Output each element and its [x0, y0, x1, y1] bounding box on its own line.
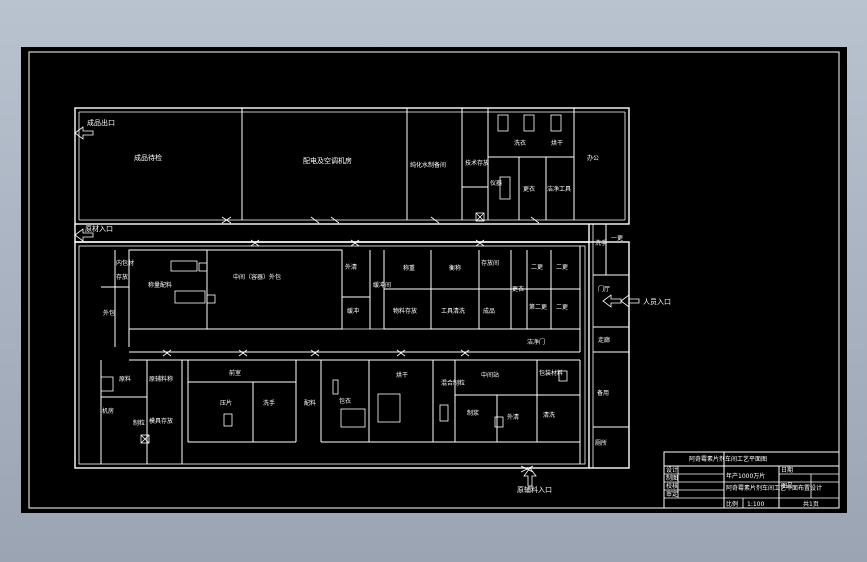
label-second-change-2: 二更 — [556, 264, 568, 271]
label-outer-clean: 外清 — [345, 263, 357, 271]
label-change-room: 更衣 — [512, 285, 524, 293]
label-tech-storage: 技术存放 — [465, 159, 489, 167]
title-block-scale-value: 1:100 — [747, 501, 764, 508]
label-prep: 制浆 — [467, 409, 479, 417]
label-inner-pack: 内包材 — [116, 259, 134, 267]
label-intermediate: 中间站 — [481, 371, 499, 379]
title-block-row-1: 设计 — [666, 466, 678, 474]
label-buffer: 缓冲 — [347, 307, 359, 315]
label-second-change-4: 第二更 — [529, 303, 547, 311]
title-block-date: 日期 — [781, 466, 793, 474]
drawing-frame — [28, 51, 840, 509]
title-block — [663, 451, 840, 509]
label-weigh-room: 称量配料 — [148, 281, 172, 289]
title-block-project: 阿奇霉素片剂车间工艺平面布置设计 — [726, 484, 822, 492]
label-first-change: 一更 — [611, 235, 623, 242]
label-water-room: 纯化水制备间 — [410, 161, 446, 169]
title-block-page: 共1页 — [803, 500, 819, 508]
label-storage-room: 存放间 — [481, 259, 499, 267]
material-entry-arrow-icon — [74, 228, 94, 242]
title-block-row-2: 制图 — [666, 474, 678, 482]
label-machine-room: 机房 — [102, 407, 114, 415]
label-outdoor: 外清 — [507, 413, 519, 421]
label-second-change-3: 二更 — [556, 304, 568, 311]
label-power-room: 配电及空调机房 — [303, 156, 352, 165]
label-person-entry: 人员入口 — [643, 298, 671, 306]
label-corridor: 走廊 — [598, 336, 610, 344]
label-washroom: 洗手 — [263, 399, 275, 407]
raw-entry-arrow-icon — [523, 467, 537, 487]
label-instrument: 仪器 — [490, 180, 502, 187]
lower-block-outline — [74, 241, 630, 469]
label-ready-room: 备用 — [597, 389, 609, 397]
door-arrow-icon — [602, 294, 622, 308]
title-block-drawing-title: 阿奇霉素片剂车间工艺平面图 — [689, 455, 767, 463]
label-finished: 成品 — [483, 307, 495, 315]
label-sterile-room: 洁净工具 — [547, 185, 571, 193]
title-block-scale-label: 比例 — [726, 500, 738, 508]
title-block-row-4: 审定 — [666, 490, 678, 498]
label-packing: 包装材料 — [539, 369, 563, 377]
upper-block-outline — [74, 107, 630, 225]
label-coating: 包衣 — [339, 397, 351, 405]
label-prep-room: 制粒 — [133, 419, 145, 427]
label-raw-sort: 原辅料称 — [149, 375, 173, 383]
label-scale: 衡称 — [449, 264, 461, 272]
label-clean-door: 洁净门 — [527, 338, 545, 346]
label-dry-room: 烘干 — [396, 371, 408, 379]
label-buffer-room: 缓冲间 — [373, 281, 391, 289]
label-clean-clothes: 更衣 — [523, 185, 535, 193]
title-block-sheet: 图号 — [781, 483, 793, 490]
label-press-room: 压片 — [220, 399, 232, 407]
title-block-capacity: 年产1000万片 — [726, 472, 765, 480]
label-mat-store: 物料存放 — [393, 307, 417, 315]
label-mould-store: 模具存放 — [149, 417, 173, 425]
label-mixing: 混合制粒 — [441, 379, 465, 387]
label-wash: 洗衣 — [514, 139, 526, 147]
floor-plan: 成品出口 成品待检 配电及空调机房 纯化水制备间 技术存放 洗衣 烘干 办公 仪… — [28, 51, 840, 509]
label-cleaning: 清洗 — [543, 411, 555, 419]
label-raw-material-entry: 原辅料入口 — [517, 485, 552, 494]
label-product-exit: 成品出口 — [87, 118, 115, 127]
label-tool-wash: 工具清洗 — [441, 307, 465, 315]
label-office: 办公 — [587, 154, 599, 162]
label-finished-warehouse: 成品待检 — [134, 153, 162, 162]
label-dry: 烘干 — [551, 139, 563, 147]
label-door-hall: 门厅 — [598, 285, 610, 293]
product-exit-arrow-icon — [74, 126, 94, 140]
label-outer-pack: 外包 — [103, 309, 115, 317]
label-second-change-1: 二更 — [531, 264, 543, 271]
label-inner-storage: 存放 — [116, 273, 128, 281]
label-raw-store: 原料 — [119, 375, 131, 383]
label-toilet: 厕所 — [595, 439, 607, 447]
label-wash-area: 洗手 — [595, 239, 607, 247]
label-material-entry: 原材入口 — [85, 224, 113, 233]
drawing-sheet: 成品出口 成品待检 配电及空调机房 纯化水制备间 技术存放 洗衣 烘干 办公 仪… — [21, 47, 847, 513]
label-front-room: 前室 — [229, 369, 241, 377]
title-block-row-3: 校核 — [666, 482, 678, 490]
label-weigh: 称重 — [403, 264, 415, 272]
label-dispensing: 配料 — [304, 399, 316, 407]
person-entry-arrow-icon — [620, 294, 640, 308]
label-middle-storage: 中间（容器）外包 — [233, 273, 281, 281]
